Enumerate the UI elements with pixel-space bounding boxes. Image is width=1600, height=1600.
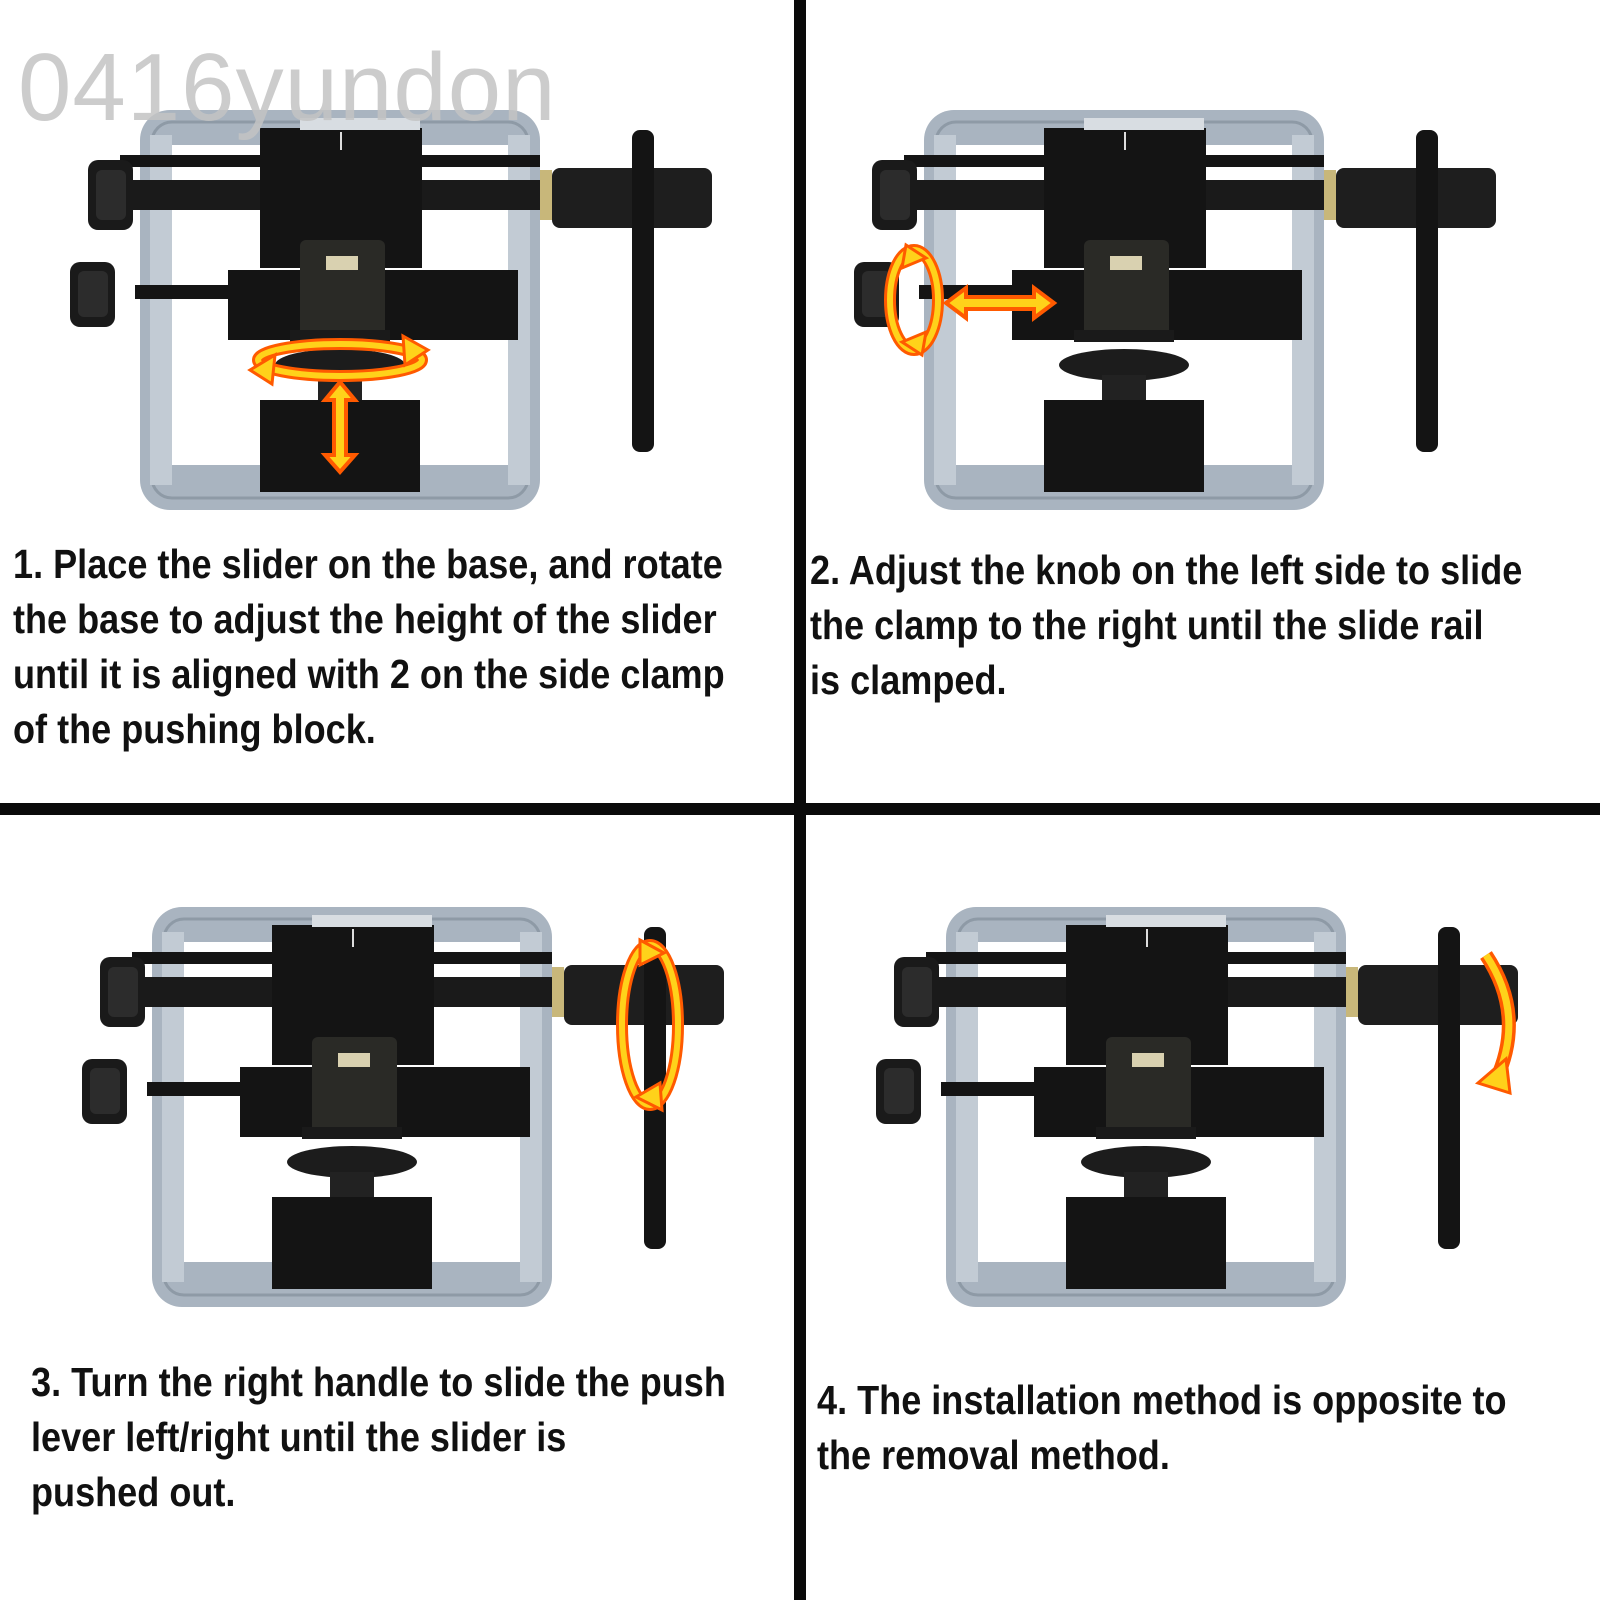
step-2-panel: 2. Adjust the knob on the left side to s… (806, 0, 1600, 803)
watermark-text: 0416yundon (18, 34, 557, 141)
up-down-arrow-icon (320, 378, 360, 476)
step-2-line-3: is clamped. (810, 657, 1007, 703)
step-3-line-2: lever left/right until the slider is (31, 1414, 567, 1460)
step-3-panel: 3. Turn the right handle to slide the pu… (0, 815, 794, 1600)
rotate-base-arrow-icon (247, 333, 431, 387)
rotate-knob-arrow-icon (884, 242, 944, 358)
step-1-line-4: of the pushing block. (13, 706, 376, 752)
step-4-instructions: 4. The installation method is opposite t… (817, 1373, 1507, 1483)
step-2-instructions: 2. Adjust the knob on the left side to s… (810, 543, 1522, 708)
tool-photo-step-3 (80, 905, 726, 1309)
tool-photo-step-2 (852, 108, 1498, 512)
step-2-line-2: the clamp to the right until the slide r… (810, 602, 1484, 648)
step-1-line-1: 1. Place the slider on the base, and rot… (13, 541, 723, 587)
horizontal-divider (0, 803, 1600, 815)
vertical-divider (794, 0, 806, 1600)
tool-photo-step-4 (874, 905, 1520, 1309)
step-3-line-1: 3. Turn the right handle to slide the pu… (31, 1359, 726, 1405)
step-4-line-1: 4. The installation method is opposite t… (817, 1377, 1507, 1423)
step-1-instructions: 1. Place the slider on the base, and rot… (13, 537, 725, 757)
step-1-line-3: until it is aligned with 2 on the side c… (13, 651, 725, 697)
step-4-panel: 4. The installation method is opposite t… (806, 815, 1600, 1600)
step-1-line-2: the base to adjust the height of the sli… (13, 596, 717, 642)
step-3-line-3: pushed out. (31, 1469, 236, 1515)
rotate-handle-arrow-icon (616, 937, 684, 1113)
rotate-handle-down-arrow-icon (1474, 951, 1516, 1096)
step-1-panel: 0416yundon 1. Place the slider on the ba… (0, 0, 794, 803)
step-2-line-1: 2. Adjust the knob on the left side to s… (810, 547, 1523, 593)
left-right-arrow-icon (942, 284, 1058, 322)
step-3-instructions: 3. Turn the right handle to slide the pu… (31, 1355, 726, 1520)
step-4-line-2: the removal method. (817, 1432, 1170, 1478)
tool-photo-step-1 (68, 108, 714, 512)
